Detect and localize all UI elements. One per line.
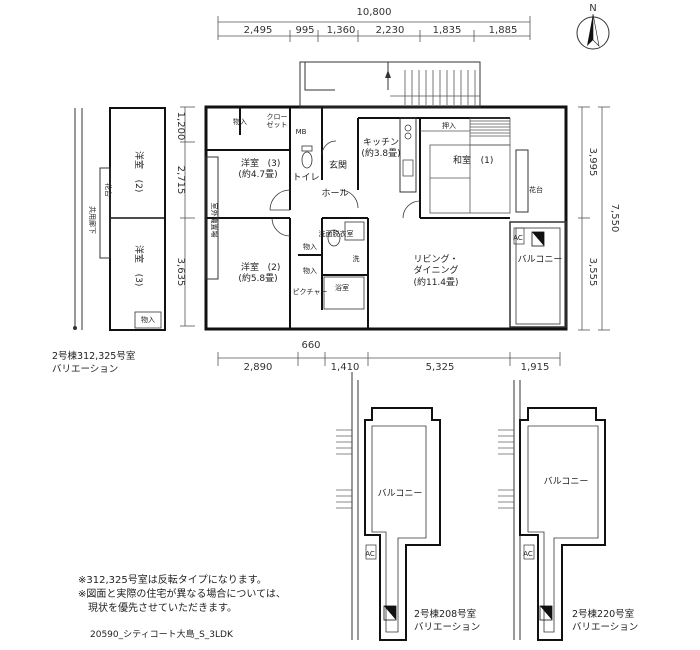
label-bath: 浴室 <box>335 283 349 292</box>
compass-icon <box>576 13 610 50</box>
label-washitsu: 和室 <box>453 154 471 166</box>
caption-variation-208: 2号棟208号室 バリエーション <box>414 609 481 633</box>
label-kitchen: キッチン <box>363 137 399 148</box>
label-hanadai: 花台 <box>529 185 543 194</box>
variation-312-plan <box>73 107 166 331</box>
label-shitsugai: 室外機置場 <box>210 203 219 238</box>
dim-top-3: 1,360 <box>327 25 356 36</box>
label-mb: MB <box>296 128 307 136</box>
label-yoshitsu3: 洋室 <box>241 157 259 169</box>
label-yoshitsu2: 洋室 <box>241 261 259 273</box>
label-living: リビング・ <box>413 253 458 265</box>
var312-num-b: (3) <box>133 274 143 287</box>
label-yoshitsu3-size: (約4.7畳) <box>238 168 277 180</box>
var312-num-a: (2) <box>133 180 143 193</box>
dim-bottom-4: 1,915 <box>521 362 550 373</box>
note-actual-priority: ※図面と実際の住宅が異なる場合については、 現状を優先させていただきます。 <box>78 589 286 614</box>
label-washitsu-num: (1) <box>481 156 494 166</box>
dim-right-total: 7,550 <box>609 204 620 233</box>
drawing-code: 20590_シティコート大島_S_3LDK <box>90 630 233 640</box>
var208-ac: AC <box>365 550 375 558</box>
label-ac-main: AC <box>513 234 523 242</box>
label-yoshitsu2-size: (約5.8畳) <box>238 272 277 284</box>
label-pic: ピクチャー <box>293 288 328 296</box>
var220-ac: AC <box>523 550 533 558</box>
label-senmen: 洗面脱衣室 <box>319 229 354 238</box>
dim-top-total: 10,800 <box>357 7 392 18</box>
right-dimension-lines <box>578 106 610 331</box>
dim-bottom-total: 660 <box>301 340 320 351</box>
label-oshiire: 押入 <box>442 121 456 130</box>
label-sen: 洗 <box>353 254 360 263</box>
label-yoshitsu2-num: (2) <box>268 263 281 273</box>
dim-bottom-3: 5,325 <box>426 362 455 373</box>
left-dimension-lines <box>180 106 195 327</box>
var312-yoshitsu-a: 洋室 <box>133 151 145 169</box>
label-kitchen-size: (約3.8畳) <box>361 147 400 159</box>
caption-variation-220: 2号棟220号室 バリエーション <box>572 609 639 633</box>
label-storage-3: 物入 <box>303 266 317 275</box>
dim-bottom-2: 1,410 <box>331 362 360 373</box>
label-living2: ダイニング <box>413 264 458 276</box>
dim-top-4: 2,230 <box>376 25 405 36</box>
compass-label: N <box>589 3 596 14</box>
label-living-size: (約11.4畳) <box>413 276 458 288</box>
var312-storage: 物入 <box>141 315 155 324</box>
dim-left-1: 1,200 <box>175 112 186 141</box>
variation-208-plan <box>336 372 441 641</box>
label-hall: ホール <box>321 188 348 199</box>
label-genkan: 玄関 <box>329 159 347 171</box>
dim-right-1: 3,995 <box>587 148 598 177</box>
main-floor-plan <box>204 61 568 331</box>
var312-hanadai: 花台 <box>104 183 113 197</box>
label-toilet: トイレ <box>292 173 319 183</box>
note-reverse-type: ※312,325号室は反転タイプになります。 <box>78 575 267 586</box>
dim-top-2: 995 <box>295 25 314 36</box>
top-dimension-lines <box>217 16 531 42</box>
caption-variation-312: 2号棟312,325号室 バリエーション <box>52 351 136 375</box>
dim-top-6: 1,885 <box>489 25 518 36</box>
dim-top-5: 1,835 <box>433 25 462 36</box>
dim-left-3: 3,635 <box>175 258 186 287</box>
dim-bottom-1: 2,890 <box>244 362 273 373</box>
var312-corridor: 共用廊下 <box>88 206 97 234</box>
var208-balcony: バルコニー <box>378 488 423 499</box>
label-closet: クローゼット <box>267 113 288 129</box>
var220-balcony: バルコニー <box>544 476 589 487</box>
dim-top-1: 2,495 <box>244 25 273 36</box>
label-balcony-main: バルコニー <box>518 254 563 265</box>
variation-220-plan <box>498 380 606 641</box>
var312-yoshitsu-b: 洋室 <box>133 245 145 263</box>
bottom-dimension-lines <box>217 352 561 366</box>
label-storage-1: 物入 <box>233 117 247 126</box>
dim-left-2: 2,715 <box>175 166 186 195</box>
label-yoshitsu3-num: (3) <box>268 159 281 169</box>
label-storage-2: 物入 <box>303 242 317 251</box>
dim-right-2: 3,555 <box>587 258 598 287</box>
